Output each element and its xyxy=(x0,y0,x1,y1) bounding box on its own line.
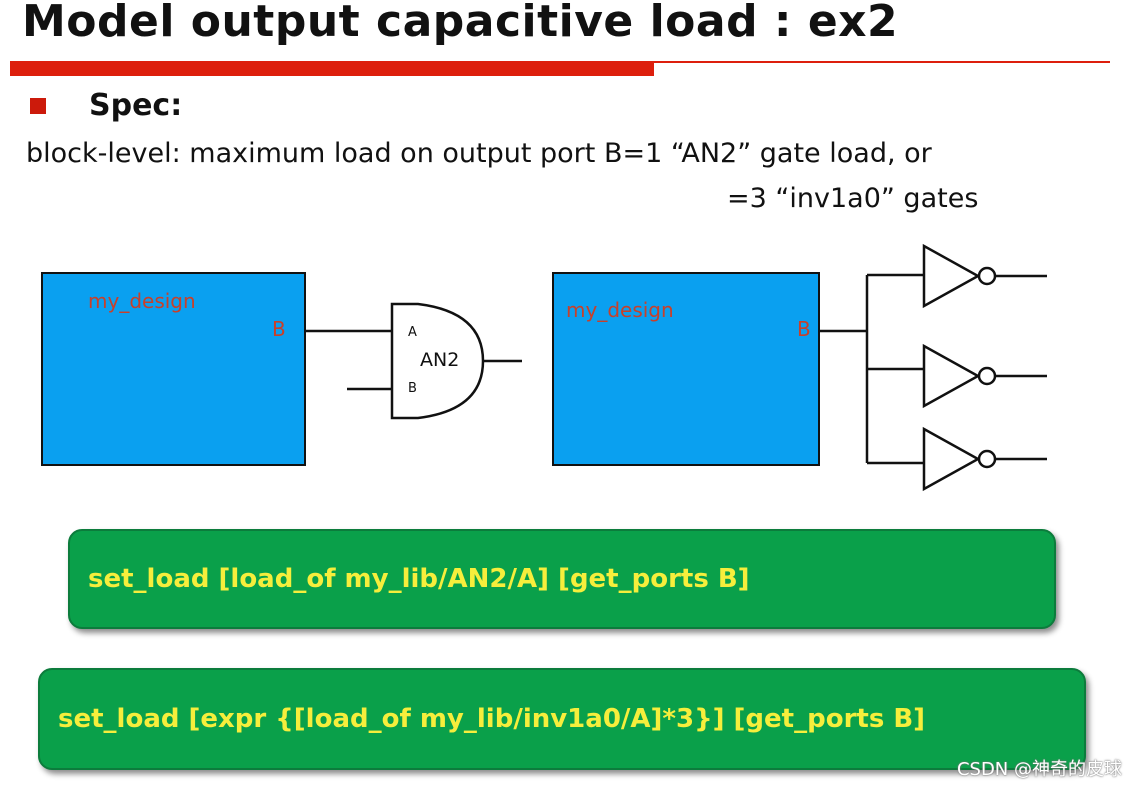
command-box-an2: set_load [load_of my_lib/AN2/A] [get_por… xyxy=(68,529,1056,629)
command-text-an2: set_load [load_of my_lib/AN2/A] [get_por… xyxy=(88,564,750,594)
bullet-square-icon xyxy=(30,98,46,114)
inverter-2 xyxy=(922,343,1047,409)
right-port-label: B xyxy=(797,317,811,341)
inverter-1 xyxy=(922,243,1047,309)
inverter-1-body xyxy=(922,243,981,309)
inverter-3-bubble xyxy=(977,449,997,469)
an2-gate: A B AN2 xyxy=(390,302,485,420)
inverter-2-bubble xyxy=(977,366,997,386)
inverter-3 xyxy=(922,426,1047,492)
spec-text-line1: block-level: maximum load on output port… xyxy=(26,138,932,169)
slide-title: Model output capacitive load : ex2 xyxy=(22,0,899,47)
command-box-inv1a0: set_load [expr {[load_of my_lib/inv1a0/A… xyxy=(38,668,1086,770)
an2-gate-body xyxy=(390,302,485,420)
right-design-label: my_design xyxy=(566,298,674,322)
right-design: my_design B xyxy=(552,272,820,466)
inverter-2-body xyxy=(922,343,981,409)
inverter-1-bubble xyxy=(977,266,997,286)
inverter-3-body xyxy=(922,426,981,492)
left-design-label: my_design xyxy=(88,289,196,313)
watermark: CSDN @神奇的皮球 xyxy=(956,759,1122,780)
command-text-inv1a0: set_load [expr {[load_of my_lib/inv1a0/A… xyxy=(58,704,926,734)
right-design-block xyxy=(552,272,820,466)
an2-pin-b-label: B xyxy=(408,381,417,396)
title-underline xyxy=(10,61,654,76)
an2-pin-a-label: A xyxy=(408,325,417,340)
spec-text-line2: =3 “inv1a0” gates xyxy=(727,183,979,214)
an2-gate-label: AN2 xyxy=(420,349,459,371)
load-diagram: my_design B A B AN2 my_design B xyxy=(41,243,1047,492)
left-design: my_design B xyxy=(41,272,306,466)
left-design-block xyxy=(41,272,306,466)
spec-heading: Spec: xyxy=(89,88,183,123)
title-underline-thin xyxy=(654,61,1110,63)
left-port-label: B xyxy=(272,317,286,341)
